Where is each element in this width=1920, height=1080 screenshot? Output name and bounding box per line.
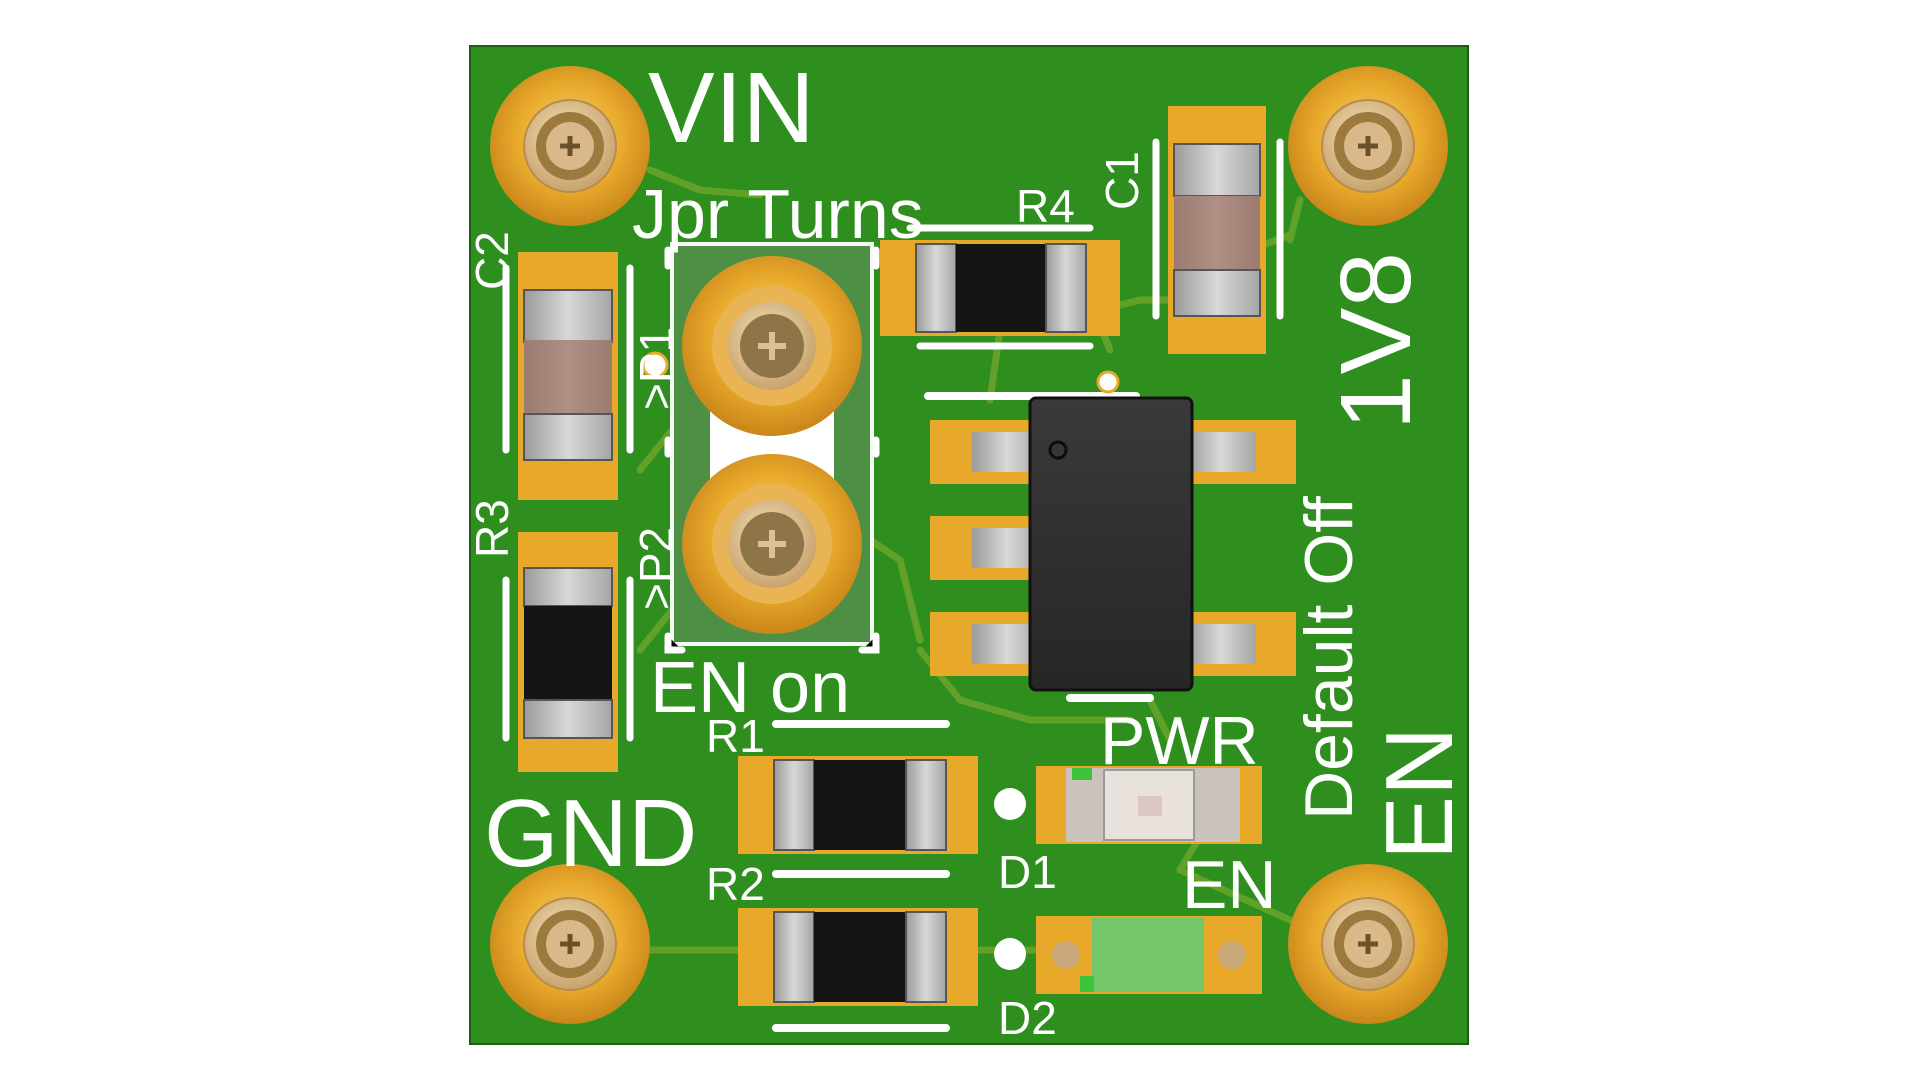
- screw-cross-icon: [758, 530, 786, 558]
- refdes-r1: R1: [706, 710, 765, 762]
- label-en-led: EN: [1182, 847, 1276, 923]
- led-d2: [994, 916, 1262, 994]
- label-p2: >P2: [630, 527, 682, 610]
- jumper-pin-p1: [682, 256, 862, 436]
- label-en-on: EN on: [650, 648, 850, 728]
- screw-cross-icon: [1358, 934, 1378, 954]
- refdes-d1: D1: [998, 846, 1057, 898]
- label-en-main: EN: [1366, 727, 1473, 860]
- refdes-r4: R4: [1016, 180, 1075, 232]
- resistor-r1: [738, 720, 978, 878]
- refdes-c1: C1: [1096, 151, 1148, 210]
- mounting-hole-1v8: [1288, 66, 1448, 226]
- label-p1: >P1: [630, 327, 682, 410]
- screw-cross-icon: [560, 136, 580, 156]
- silkscreen-labels: VIN Jpr Turns R4 C1 C2 >P1 >P2 R3 EN on …: [466, 52, 1473, 1044]
- capacitor-c2: [502, 252, 634, 500]
- resistor-r3: [502, 532, 634, 772]
- pin1-marker-icon: [1048, 440, 1068, 460]
- copper-traces: [636, 166, 1304, 954]
- label-vin: VIN: [648, 52, 815, 164]
- screw-cross-icon: [560, 934, 580, 954]
- refdes-r3: R3: [466, 499, 518, 558]
- screw-cross-icon: [1358, 136, 1378, 156]
- capacitor-c1: [1152, 106, 1284, 354]
- screw-cross-icon: [758, 332, 786, 360]
- jumper-pin-p2: [682, 454, 862, 634]
- label-gnd: GND: [484, 780, 697, 887]
- mounting-hole-vin: [490, 66, 650, 226]
- refdes-d2: D2: [998, 992, 1057, 1044]
- regulator-ic: [924, 370, 1296, 702]
- label-pwr: PWR: [1100, 703, 1259, 779]
- resistor-r2: [738, 908, 978, 1032]
- label-1v8: 1V8: [1320, 252, 1432, 430]
- refdes-c2: C2: [466, 231, 518, 290]
- mounting-hole-gnd: [490, 864, 650, 1024]
- led-d1: [994, 766, 1262, 844]
- resistor-r4: [880, 224, 1120, 350]
- label-default-off: Default Off: [1291, 496, 1367, 820]
- mounting-hole-en: [1288, 864, 1448, 1024]
- label-jpr-turns: Jpr Turns: [632, 175, 924, 253]
- refdes-r2: R2: [706, 858, 765, 910]
- jumper-header: [641, 242, 880, 654]
